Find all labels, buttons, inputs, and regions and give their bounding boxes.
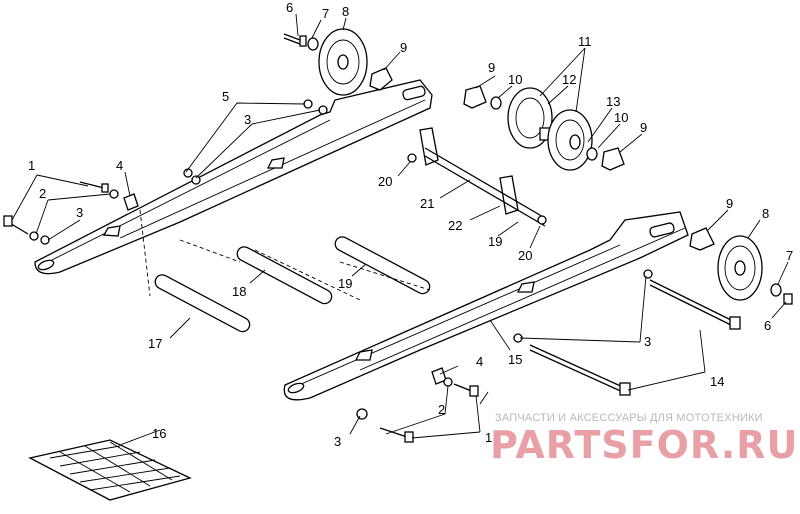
- washer-3d: [356, 408, 368, 420]
- callout-9-far-right: 9: [726, 196, 733, 211]
- watermark-logo: PARTSFOR.RU: [490, 423, 799, 467]
- callout-13: 13: [606, 94, 620, 109]
- washer-2a: [109, 189, 119, 199]
- block-9d: [689, 227, 715, 251]
- axle-assembly-21-22: [419, 127, 546, 227]
- rail-rear: [34, 79, 433, 275]
- cross-shaft-18: [236, 246, 333, 305]
- bolt-1a: [79, 181, 109, 193]
- bolt-6-right: [783, 293, 793, 305]
- callout-7-right: 7: [786, 248, 793, 263]
- block-9a: [369, 67, 393, 91]
- plate-4a: [123, 193, 139, 211]
- callout-1-left: 1: [28, 158, 35, 173]
- callout-19-shaft: 19: [338, 276, 352, 291]
- callout-6-upper: 6: [286, 0, 293, 15]
- nut-5a: [303, 99, 313, 109]
- callout-8-upper: 8: [342, 4, 349, 19]
- bolt-14-lower: [529, 344, 631, 396]
- washer-2b: [29, 231, 39, 241]
- callout-10-mid: 10: [508, 72, 522, 87]
- callout-9-upper: 9: [400, 40, 407, 55]
- callout-3-right: 3: [644, 334, 651, 349]
- callout-6-right: 6: [764, 318, 771, 333]
- block-9b: [463, 85, 487, 109]
- slide-plate-16: [28, 439, 192, 501]
- wheel-8-upper: [318, 28, 368, 96]
- callout-2-lower: 2: [438, 402, 445, 417]
- callout-18: 18: [232, 284, 246, 299]
- watermark-tagline: ЗАПЧАСТИ И АКСЕССУАРЫ ДЛЯ МОТОТЕХНИКИ: [495, 412, 763, 424]
- callout-3-lower: 3: [334, 434, 341, 449]
- wheel-8-right: [717, 235, 763, 301]
- washer-10a: [490, 96, 502, 110]
- callout-1-lower: 1: [485, 430, 492, 445]
- callout-14: 14: [710, 374, 724, 389]
- callout-2-left: 2: [39, 186, 46, 201]
- washer-2c: [443, 377, 453, 387]
- callout-22: 22: [448, 218, 462, 233]
- washer-3c: [40, 235, 50, 245]
- washer-20a: [407, 153, 417, 163]
- cross-shaft-17: [154, 274, 251, 333]
- rail-front: [283, 211, 689, 401]
- callout-4-left: 4: [116, 158, 123, 173]
- washer-3a: [318, 105, 328, 115]
- bolt-6-upper: [283, 33, 307, 47]
- nut-5b: [183, 168, 193, 178]
- callout-5: 5: [222, 89, 229, 104]
- callout-9-mid: 9: [488, 60, 495, 75]
- washer-3f: [643, 269, 653, 279]
- callout-20-right: 20: [518, 248, 532, 263]
- bolt-1c: [379, 427, 414, 443]
- callout-21: 21: [420, 196, 434, 211]
- callout-9-right: 9: [640, 120, 647, 135]
- block-9c: [601, 147, 625, 171]
- callout-4-lower: 4: [476, 354, 483, 369]
- leader-lines: [11, 13, 789, 446]
- callout-12: 12: [562, 72, 576, 87]
- washer-7-upper: [307, 37, 319, 51]
- callout-19-axle: 19: [488, 234, 502, 249]
- callout-16: 16: [152, 426, 166, 441]
- callout-3-upper: 3: [244, 112, 251, 127]
- washer-7-right: [770, 283, 782, 297]
- bolt-1d: [453, 383, 479, 397]
- bolt-1b: [3, 215, 29, 235]
- callout-17: 17: [148, 336, 162, 351]
- callout-10-right: 10: [614, 110, 628, 125]
- washer-20b: [537, 215, 547, 225]
- bolt-14-upper: [649, 279, 741, 330]
- callout-15: 15: [508, 352, 522, 367]
- callout-3-left: 3: [76, 205, 83, 220]
- callout-11: 11: [578, 34, 592, 49]
- washer-3b: [191, 175, 201, 185]
- callout-20-left: 20: [378, 174, 392, 189]
- callout-7-upper: 7: [322, 6, 329, 21]
- washer-10b: [586, 147, 598, 161]
- wheel-pair-11: [507, 87, 593, 171]
- callout-8-right: 8: [762, 206, 769, 221]
